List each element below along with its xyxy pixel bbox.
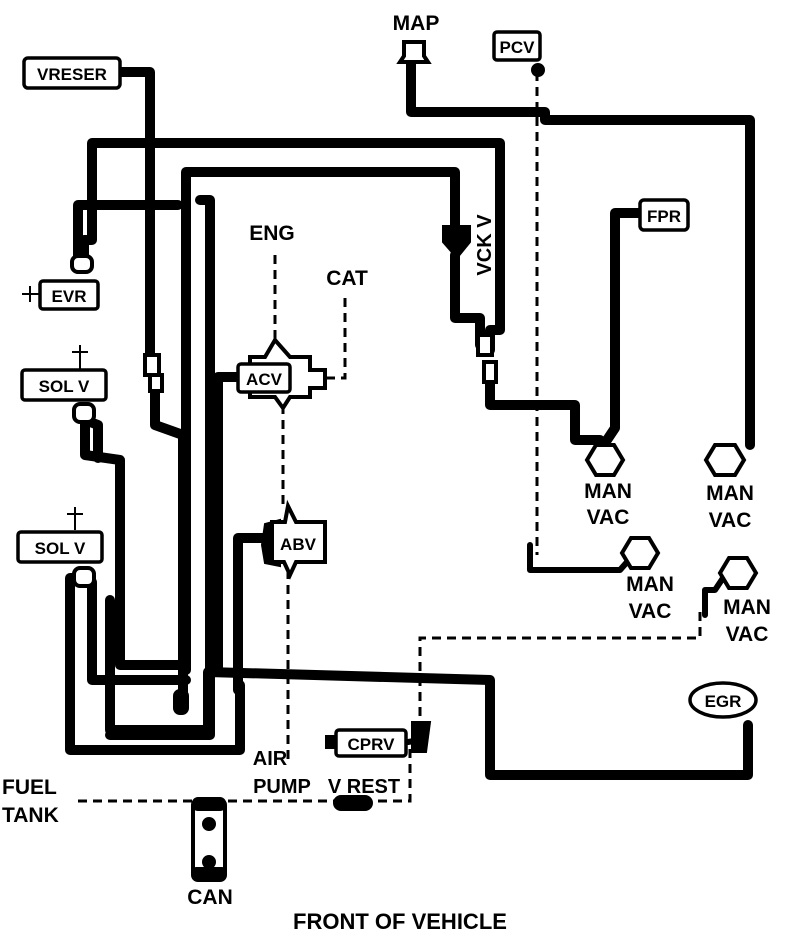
man-vac-3-port	[619, 536, 661, 570]
hose-fpr-to-man-vac-1	[600, 208, 648, 448]
evr-stub	[22, 286, 40, 302]
map-sensor	[396, 40, 432, 64]
fpr-box	[638, 198, 690, 232]
egr-box	[688, 681, 758, 719]
abv-label: ABV	[280, 535, 317, 554]
man-vac-2-line-1: MAN	[706, 482, 754, 505]
sol-v-1-fitting	[72, 402, 96, 424]
port-vck-lower	[482, 360, 498, 384]
sol-v-2-fitting	[72, 566, 96, 588]
can-port-bottom	[202, 855, 216, 869]
hose-evr-outer-loop	[79, 138, 505, 355]
v-rest-label: V REST	[328, 776, 400, 798]
fpr-label: FPR	[647, 207, 681, 226]
evr-label: EVR	[52, 287, 87, 306]
hose-man-vac-3	[527, 542, 638, 573]
port-vck-upper	[476, 333, 494, 357]
hose-lines	[65, 57, 755, 780]
port-column-a	[143, 353, 161, 377]
sol-v-1-box	[20, 368, 108, 402]
hose-vck-to-man-vac-1	[450, 250, 485, 350]
egr-label: EGR	[705, 692, 742, 711]
text-labels: MAP ENG CAT VCK V MAN VAC MAN VAC MAN VA…	[2, 12, 771, 934]
can-label: CAN	[187, 886, 233, 909]
dash-man-vac-4-loop	[418, 612, 702, 718]
abv-valve	[260, 499, 327, 580]
can-base	[192, 867, 226, 879]
can-port-top	[202, 817, 216, 831]
fuel-tank-line-2: TANK	[2, 804, 59, 827]
man-vac-ports	[584, 443, 759, 590]
cprv-left-cap	[325, 735, 337, 749]
acv-label: ACV	[246, 370, 283, 389]
canister	[191, 797, 227, 882]
man-vac-3-line-2: VAC	[629, 600, 672, 623]
man-vac-4-port	[717, 556, 759, 590]
dash-cat	[325, 298, 347, 380]
man-vac-2-port	[703, 443, 747, 477]
hose-man-vac-4	[702, 572, 728, 618]
man-vac-3-line-1: MAN	[626, 573, 674, 596]
fittings	[22, 30, 545, 811]
sol-v-2-label: SOL V	[35, 539, 86, 558]
air-pump-line-2: PUMP	[253, 776, 311, 798]
cat-label: CAT	[326, 267, 368, 290]
front-of-vehicle-caption: FRONT OF VEHICLE	[293, 909, 507, 934]
pcv-box	[492, 30, 542, 62]
fuel-tank-line-1: FUEL	[2, 776, 57, 799]
thin-hose-lines	[405, 542, 728, 745]
cprv-label: CPRV	[348, 735, 396, 754]
evr-fitting	[70, 254, 94, 274]
hose-inner-loop	[181, 167, 460, 675]
junction-blob	[173, 689, 189, 715]
man-vac-4-line-1: MAN	[723, 596, 771, 619]
v-rest-restrictor	[333, 795, 373, 811]
vreser-box	[22, 56, 122, 90]
vck-v-label: VCK V	[474, 214, 496, 276]
pcv-label: PCV	[500, 38, 536, 57]
sol-v-1-stub	[72, 345, 88, 370]
sol-v-2-stub	[67, 507, 83, 530]
abv-body	[270, 499, 327, 580]
acv-box	[236, 362, 292, 394]
eng-label: ENG	[249, 222, 295, 245]
can-cap	[192, 797, 226, 811]
cprv-valve-body	[411, 721, 432, 753]
pcv-port	[531, 63, 545, 77]
sol-v-1-label: SOL V	[39, 377, 90, 396]
vreser-label: VRESER	[37, 65, 107, 84]
hose-center-column	[150, 380, 188, 710]
hose-map-to-man-vac-right	[406, 57, 755, 450]
hose-abv-left	[233, 533, 275, 695]
dashed-lines	[78, 72, 702, 803]
hose-vck-lower	[485, 370, 605, 445]
man-vac-4-line-2: VAC	[726, 623, 769, 646]
component-boxes: VRESER PCV FPR EVR SOL V SOL V ACV ABV C…	[16, 38, 758, 758]
hose-vreser-down	[113, 67, 155, 370]
man-vac-1-line-2: VAC	[587, 506, 630, 529]
man-vac-2-line-2: VAC	[709, 509, 752, 532]
man-vac-1-line-1: MAN	[584, 480, 632, 503]
air-pump-line-1: AIR	[253, 748, 288, 770]
hose-outer-bottom	[105, 195, 215, 740]
hose-sol-v-1	[80, 413, 191, 670]
sol-v-2-box	[16, 530, 104, 564]
dash-fuel-tank-line	[78, 745, 412, 803]
evr-box	[38, 279, 100, 311]
man-vac-1-port	[584, 443, 626, 477]
vck-v-body	[442, 225, 471, 260]
port-column-b	[148, 373, 164, 393]
map-label: MAP	[393, 12, 440, 35]
